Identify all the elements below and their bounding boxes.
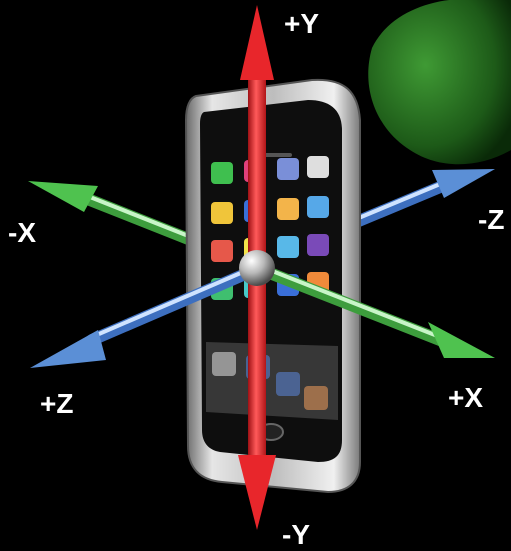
- label-pos-y: +Y: [284, 10, 319, 38]
- label-pos-x: +X: [448, 384, 483, 412]
- app-icon: [211, 202, 233, 224]
- app-icon: [277, 236, 299, 258]
- pos-y-arrowhead: [240, 5, 274, 80]
- label-pos-z: +Z: [40, 390, 73, 418]
- app-icon: [277, 158, 299, 180]
- background-leaf-shape: [368, 0, 511, 164]
- app-icon: [211, 240, 233, 262]
- neg-y-arrowhead: [238, 455, 276, 530]
- app-icon: [307, 234, 329, 256]
- label-neg-z: -Z: [478, 206, 504, 234]
- phone-dock: [206, 342, 338, 420]
- app-icon: [307, 196, 329, 218]
- label-neg-x: -X: [8, 219, 36, 247]
- app-icon: [211, 162, 233, 184]
- label-neg-y: -Y: [282, 521, 310, 549]
- app-icon: [307, 156, 329, 178]
- app-icon: [277, 198, 299, 220]
- origin-sphere-icon: [239, 250, 275, 286]
